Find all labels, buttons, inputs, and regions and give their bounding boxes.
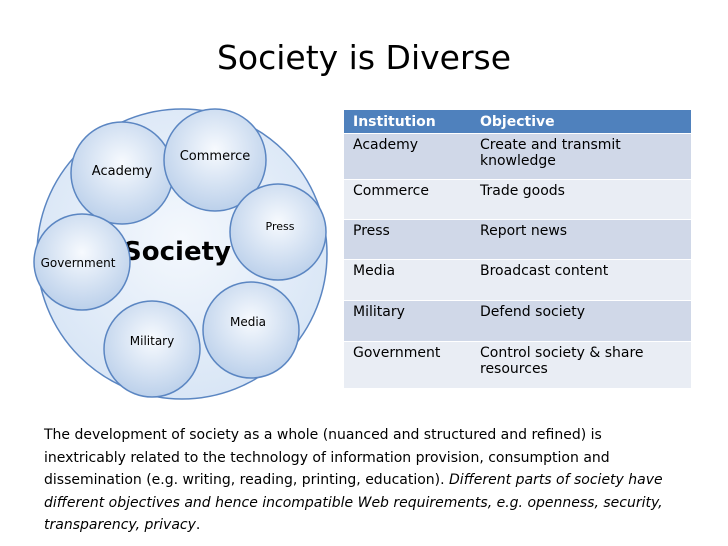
circle-academy-label: Academy bbox=[92, 164, 153, 179]
description-paragraph: The development of society as a whole (n… bbox=[44, 424, 684, 537]
cell-objective: Create and transmit knowledge bbox=[471, 133, 691, 180]
header-objective: Objective bbox=[471, 110, 691, 134]
cell-objective: Control society & share resources bbox=[471, 341, 691, 388]
cell-objective: Defend society bbox=[471, 300, 691, 342]
cell-institution: Government bbox=[344, 341, 471, 388]
circle-government: Government bbox=[33, 213, 131, 311]
circle-commerce-label: Commerce bbox=[180, 149, 251, 164]
slide-title: Society is Diverse bbox=[216, 38, 512, 77]
paragraph-plain: The development of society as a whole (n… bbox=[44, 427, 610, 489]
cell-institution: Academy bbox=[344, 133, 471, 180]
circle-press-label: Press bbox=[266, 220, 295, 233]
circle-military: Military bbox=[103, 300, 201, 398]
institution-table: Institution Objective Academy Create and… bbox=[344, 110, 691, 388]
table-row: Press Report news bbox=[344, 219, 691, 260]
cell-objective: Report news bbox=[471, 219, 691, 260]
cell-institution: Military bbox=[344, 300, 471, 342]
circle-media-label: Media bbox=[230, 315, 266, 329]
circle-press: Press bbox=[229, 183, 327, 281]
table-header-row: Institution Objective bbox=[344, 110, 691, 134]
circle-commerce: Commerce bbox=[163, 108, 267, 212]
table-row: Military Defend society bbox=[344, 300, 691, 342]
table-row: Government Control society & share resou… bbox=[344, 341, 691, 388]
paragraph-italic: Different parts of society have differen… bbox=[44, 472, 663, 534]
cell-objective: Trade goods bbox=[471, 179, 691, 220]
society-label: Society bbox=[123, 237, 231, 267]
circle-academy: Academy bbox=[70, 121, 174, 225]
society-diagram: Society Academy Commerce Press Governmen… bbox=[33, 108, 328, 400]
table-row: Media Broadcast content bbox=[344, 259, 691, 301]
table-row: Commerce Trade goods bbox=[344, 179, 691, 220]
header-institution: Institution bbox=[344, 110, 471, 134]
cell-institution: Press bbox=[344, 219, 471, 260]
cell-institution: Commerce bbox=[344, 179, 471, 220]
cell-institution: Media bbox=[344, 259, 471, 301]
circle-media: Media bbox=[202, 281, 300, 379]
circle-government-label: Government bbox=[41, 256, 116, 270]
circle-military-label: Military bbox=[130, 334, 174, 348]
cell-objective: Broadcast content bbox=[471, 259, 691, 301]
paragraph-end: . bbox=[195, 517, 201, 534]
table-row: Academy Create and transmit knowledge bbox=[344, 133, 691, 180]
